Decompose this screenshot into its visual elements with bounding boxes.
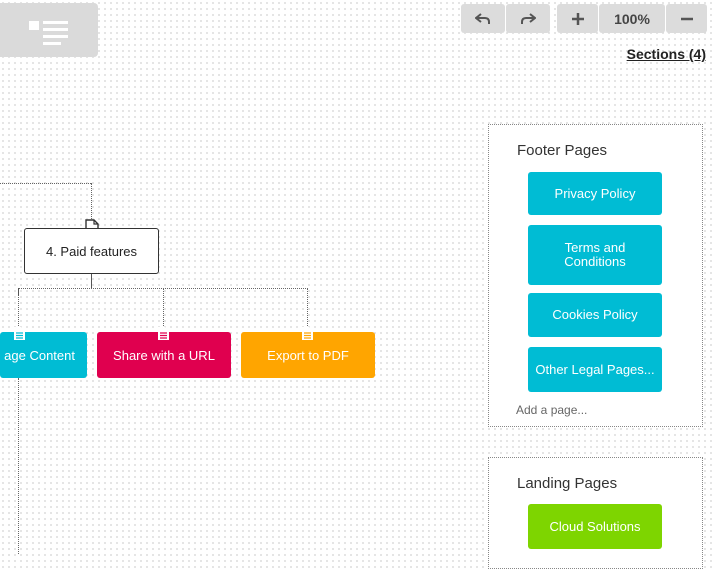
minus-icon [680,17,693,20]
undo-button[interactable] [461,4,505,33]
redo-arrow-icon [521,12,536,24]
text-document-icon [302,327,313,340]
sections-link[interactable]: Sections (4) [626,46,706,62]
zoom-level: 100% [614,10,650,27]
landing-pages-panel: Landing Pages Cloud Solutions [488,457,703,569]
footer-item-privacy-policy[interactable]: Privacy Policy [528,172,662,215]
layout-icon [29,21,39,30]
page-node-label: 4. Paid features [45,243,138,259]
redo-button[interactable] [506,4,550,33]
page-node-share-url[interactable]: Share with a URL [97,332,231,378]
landing-item-cloud-solutions[interactable]: Cloud Solutions [528,504,662,549]
panel-title: Landing Pages [517,475,618,492]
zoom-level-display: 100% [599,4,665,33]
page-node-label: Share with a URL [113,347,215,363]
text-document-icon [158,327,169,340]
footer-item-cookies-policy[interactable]: Cookies Policy [528,293,662,337]
item-label: Privacy Policy [554,185,636,201]
zoom-out-button[interactable] [666,4,707,33]
item-label: Terms and Conditions [564,240,626,269]
footer-item-terms[interactable]: Terms and Conditions [528,225,662,285]
zoom-in-button[interactable] [557,4,598,33]
footer-item-other-legal[interactable]: Other Legal Pages... [528,347,662,392]
page-node-paid-features[interactable]: 4. Paid features [24,228,159,274]
page-node-label: Export to PDF [267,347,349,363]
page-node-label: age Content [4,347,75,363]
undo-arrow-icon [475,12,490,24]
item-label: Other Legal Pages... [535,361,655,377]
item-label: Cloud Solutions [549,518,641,534]
item-label: Cookies Policy [552,307,638,322]
page-node-export-pdf[interactable]: Export to PDF [241,332,375,378]
add-page-link[interactable]: Add a page... [516,403,588,417]
panel-title: Footer Pages [517,142,608,159]
text-document-icon [14,327,25,340]
layout-toggle-button[interactable] [0,3,98,57]
footer-pages-panel: Footer Pages Privacy Policy Terms and Co… [488,124,703,427]
plus-icon [571,12,584,25]
